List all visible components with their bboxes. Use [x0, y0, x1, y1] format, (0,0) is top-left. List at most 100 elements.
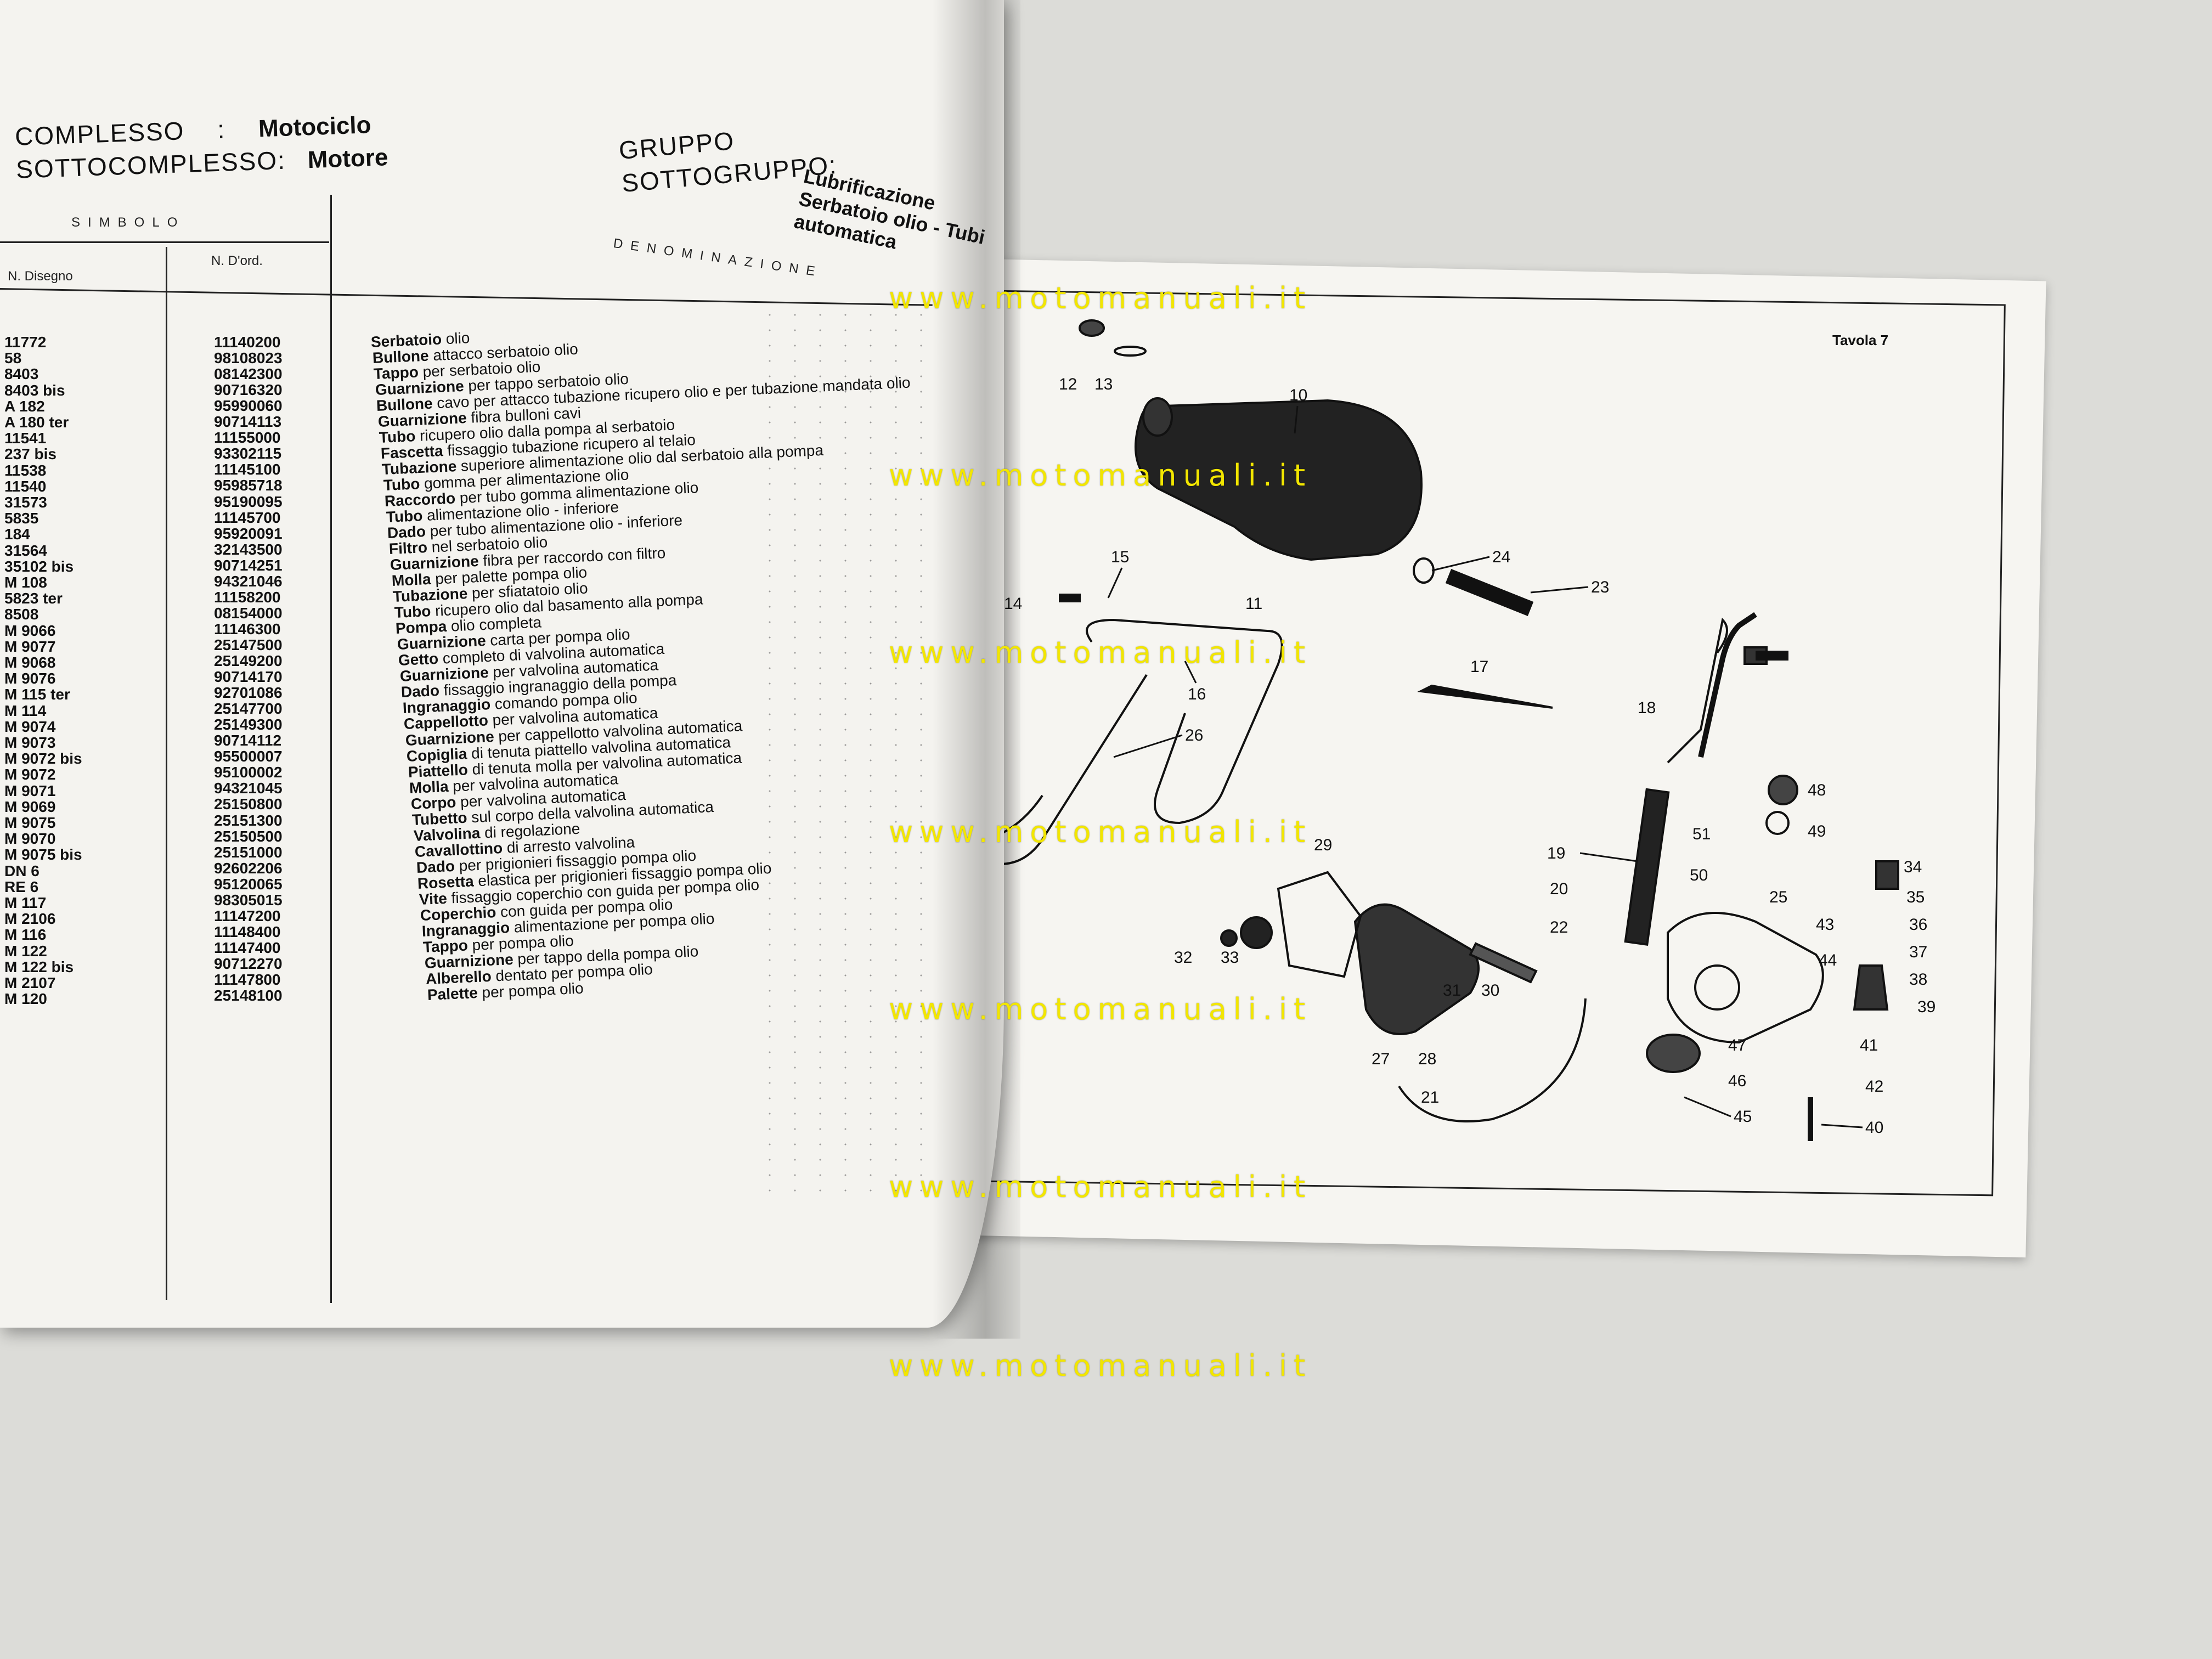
callout-47: 47: [1728, 1036, 1746, 1054]
oil-return-pipe: [1086, 618, 1283, 825]
oil-tank: [1135, 399, 1423, 561]
cell-n-disegno: M 9071: [4, 782, 56, 799]
callout-34: 34: [1904, 858, 1922, 876]
feed-pipe-lower: [1398, 998, 1587, 1122]
callout-45: 45: [1734, 1108, 1752, 1126]
callout-39: 39: [1917, 998, 1936, 1016]
leader-23: [1530, 586, 1589, 594]
filler-cap: [1079, 319, 1105, 337]
leader-16: [1184, 661, 1197, 684]
cell-n-disegno: M 9068: [4, 654, 56, 671]
rule-col-2: [330, 195, 332, 1303]
cell-n-ordine: 11147200: [214, 907, 281, 924]
cell-n-ordine: 90714112: [214, 732, 282, 749]
callout-27: 27: [1372, 1050, 1390, 1068]
plate-title: Tavola 7: [1832, 332, 1889, 348]
cell-n-ordine: 95500007: [214, 748, 283, 765]
cell-n-disegno: 11538: [4, 461, 47, 479]
cell-n-disegno: M 122: [4, 942, 47, 960]
leader-lines: [1107, 405, 1863, 1128]
callout-17: 17: [1470, 658, 1488, 676]
complesso-value: Motociclo: [258, 111, 372, 143]
cell-n-disegno: 11772: [4, 334, 47, 351]
cell-n-disegno: 5835: [4, 510, 39, 527]
cell-n-ordine: 08142300: [214, 365, 283, 383]
leader-40: [1821, 1124, 1863, 1128]
callout-22: 22: [1550, 918, 1568, 936]
cell-n-disegno: A 182: [4, 397, 45, 415]
callout-37: 37: [1909, 943, 1927, 961]
cap-plug: [1853, 964, 1889, 1011]
cell-n-ordine: 95100002: [214, 764, 283, 781]
leader-45: [1684, 1096, 1731, 1118]
callout-23: 23: [1591, 578, 1609, 596]
part-name: Palette: [426, 984, 478, 1003]
cell-n-disegno: 58: [4, 349, 22, 367]
cell-n-ordine: 11140200: [214, 334, 281, 351]
feed-pipe-upper: [1667, 617, 1728, 764]
cell-n-ordine: 25150500: [214, 827, 283, 845]
callout-31: 31: [1443, 981, 1461, 1000]
cell-n-disegno: M 116: [4, 926, 47, 944]
cell-n-disegno: 8403 bis: [4, 381, 65, 399]
cell-n-ordine: 98305015: [214, 891, 283, 909]
cell-n-ordine: 25149300: [214, 716, 283, 733]
callout-10: 10: [1289, 386, 1307, 404]
cell-n-disegno: M 9072: [4, 766, 56, 783]
callout-50: 50: [1690, 866, 1708, 884]
callout-18: 18: [1638, 699, 1656, 717]
cell-n-ordine: 11145100: [214, 461, 281, 478]
callout-38: 38: [1909, 970, 1927, 989]
callout-28: 28: [1418, 1050, 1436, 1068]
callout-26: 26: [1185, 726, 1203, 744]
callout-48: 48: [1808, 781, 1826, 799]
leader-19: [1579, 852, 1638, 862]
cell-n-ordine: 93302115: [214, 445, 282, 462]
cell-n-ordine: 25151300: [214, 811, 283, 829]
leader-24: [1431, 556, 1490, 572]
callout-46: 46: [1728, 1072, 1746, 1090]
callout-41: 41: [1860, 1036, 1878, 1054]
cell-n-disegno: M 2106: [4, 910, 56, 928]
filler-gasket: [1114, 346, 1147, 357]
header-left: COMPLESSO : Motociclo SOTTOCOMPLESSO: Mo…: [14, 109, 388, 184]
cell-n-disegno: M 2107: [4, 974, 56, 991]
callout-44: 44: [1819, 951, 1837, 969]
rule-col-1: [166, 247, 167, 1300]
callout-36: 36: [1909, 916, 1927, 934]
callout-15: 15: [1111, 548, 1129, 566]
cell-n-disegno: M 117: [4, 894, 47, 911]
cell-n-ordine: 25149200: [214, 652, 283, 669]
watermark-6: www.motomanuali.it: [889, 1170, 1312, 1204]
cell-n-disegno: 35102 bis: [4, 557, 74, 575]
cell-n-ordine: 11158200: [214, 588, 281, 606]
cell-n-disegno: M 9069: [4, 798, 56, 815]
callout-24: 24: [1492, 548, 1510, 566]
cell-n-ordine: 25147500: [214, 636, 283, 653]
sottocomplesso-value: Motore: [307, 144, 389, 174]
callout-29: 29: [1314, 836, 1332, 854]
cell-n-disegno: 184: [4, 526, 30, 543]
callout-35: 35: [1906, 888, 1925, 906]
cell-n-disegno: DN 6: [4, 862, 40, 879]
cell-n-disegno: M 9077: [4, 637, 56, 655]
rubber-hose: [1445, 569, 1534, 616]
cell-n-ordine: 90714113: [214, 413, 282, 431]
cell-n-ordine: 95920091: [214, 524, 283, 542]
cell-n-ordine: 32143500: [214, 540, 283, 558]
